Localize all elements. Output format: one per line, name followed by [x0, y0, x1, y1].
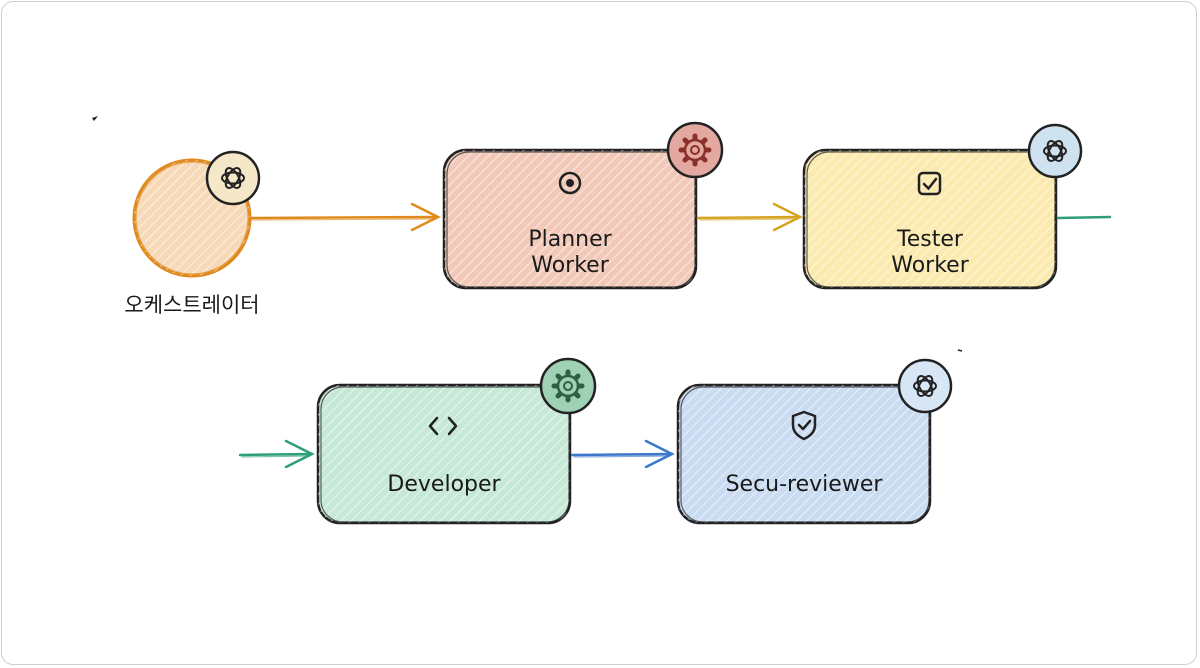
node-planner[interactable]: Planner Worker — [442, 121, 724, 290]
planner-label-line2: Worker — [531, 253, 609, 278]
openai-icon — [205, 150, 261, 206]
tester-label-line1: Tester — [896, 227, 964, 252]
gear-icon — [539, 357, 597, 415]
tester-label-line2: Worker — [891, 253, 969, 278]
secu-reviewer-label: Secu-reviewer — [726, 472, 884, 497]
code-icon — [428, 416, 458, 436]
node-tester[interactable]: Tester Worker — [802, 123, 1083, 290]
checkbox-icon — [917, 171, 942, 196]
shield-check-icon — [791, 410, 817, 441]
edge-developer-secu-reviewer — [570, 439, 675, 469]
edge-planner-tester — [696, 202, 803, 232]
edge-tester-developer — [238, 215, 1112, 469]
openai-icon — [897, 358, 953, 414]
gear-icon — [666, 121, 724, 179]
target-icon — [558, 171, 582, 195]
orchestrator-label: 오케스트레이터 — [124, 293, 259, 317]
orchestrator-node[interactable]: 오케스트레이터 — [124, 150, 261, 317]
decorative-mark — [92, 116, 98, 121]
planner-label-line1: Planner — [528, 227, 612, 252]
node-secu-reviewer[interactable]: Secu-reviewer — [676, 358, 953, 525]
edge-orchestrator-planner — [248, 202, 441, 232]
openai-icon — [1027, 123, 1083, 179]
node-developer[interactable]: Developer — [316, 357, 597, 525]
developer-label: Developer — [387, 472, 501, 497]
decorative-mark — [957, 349, 963, 352]
